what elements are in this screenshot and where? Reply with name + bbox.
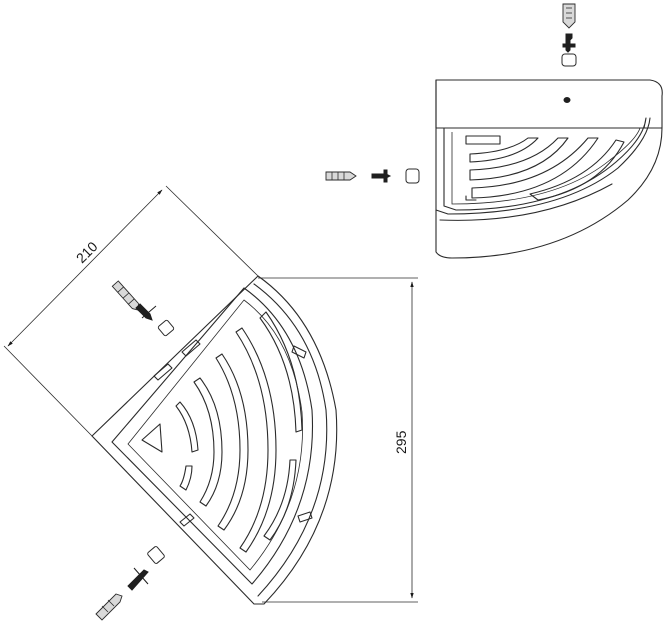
shelf-back-plate	[435, 79, 663, 129]
shelf-plan-view	[91, 275, 338, 605]
screw-set-middle	[325, 168, 420, 184]
shelf-body-outline	[435, 79, 663, 259]
wall-plug-icon	[325, 171, 357, 181]
wall-plug-icon	[562, 3, 576, 29]
dimension-label-width: 295	[393, 430, 409, 454]
shelf-outline	[91, 275, 338, 605]
screw-cap-icon	[561, 53, 577, 67]
shelf-tray-plan	[111, 287, 314, 585]
dimension-label-depth: 210	[73, 238, 101, 266]
screw-set-left-2	[135, 303, 175, 337]
screw-cap-icon	[147, 546, 165, 564]
shelf-3d-view	[435, 79, 663, 259]
screw-set-top	[561, 3, 577, 67]
screw-icon	[127, 569, 149, 591]
drain-slots-plan	[153, 311, 313, 553]
screw-set-bottom	[95, 546, 165, 621]
dimension-295: 295	[258, 277, 418, 603]
drain-slots-3d	[465, 135, 625, 201]
screw-icon	[565, 33, 573, 53]
screw-cap-icon	[405, 168, 420, 184]
screw-cap-icon	[157, 319, 175, 337]
shelf-front-lip	[435, 117, 651, 215]
mounting-hole	[563, 97, 571, 103]
shelf-tray	[443, 117, 647, 211]
drain-corner	[141, 423, 163, 453]
wall-plug-icon	[95, 593, 123, 621]
